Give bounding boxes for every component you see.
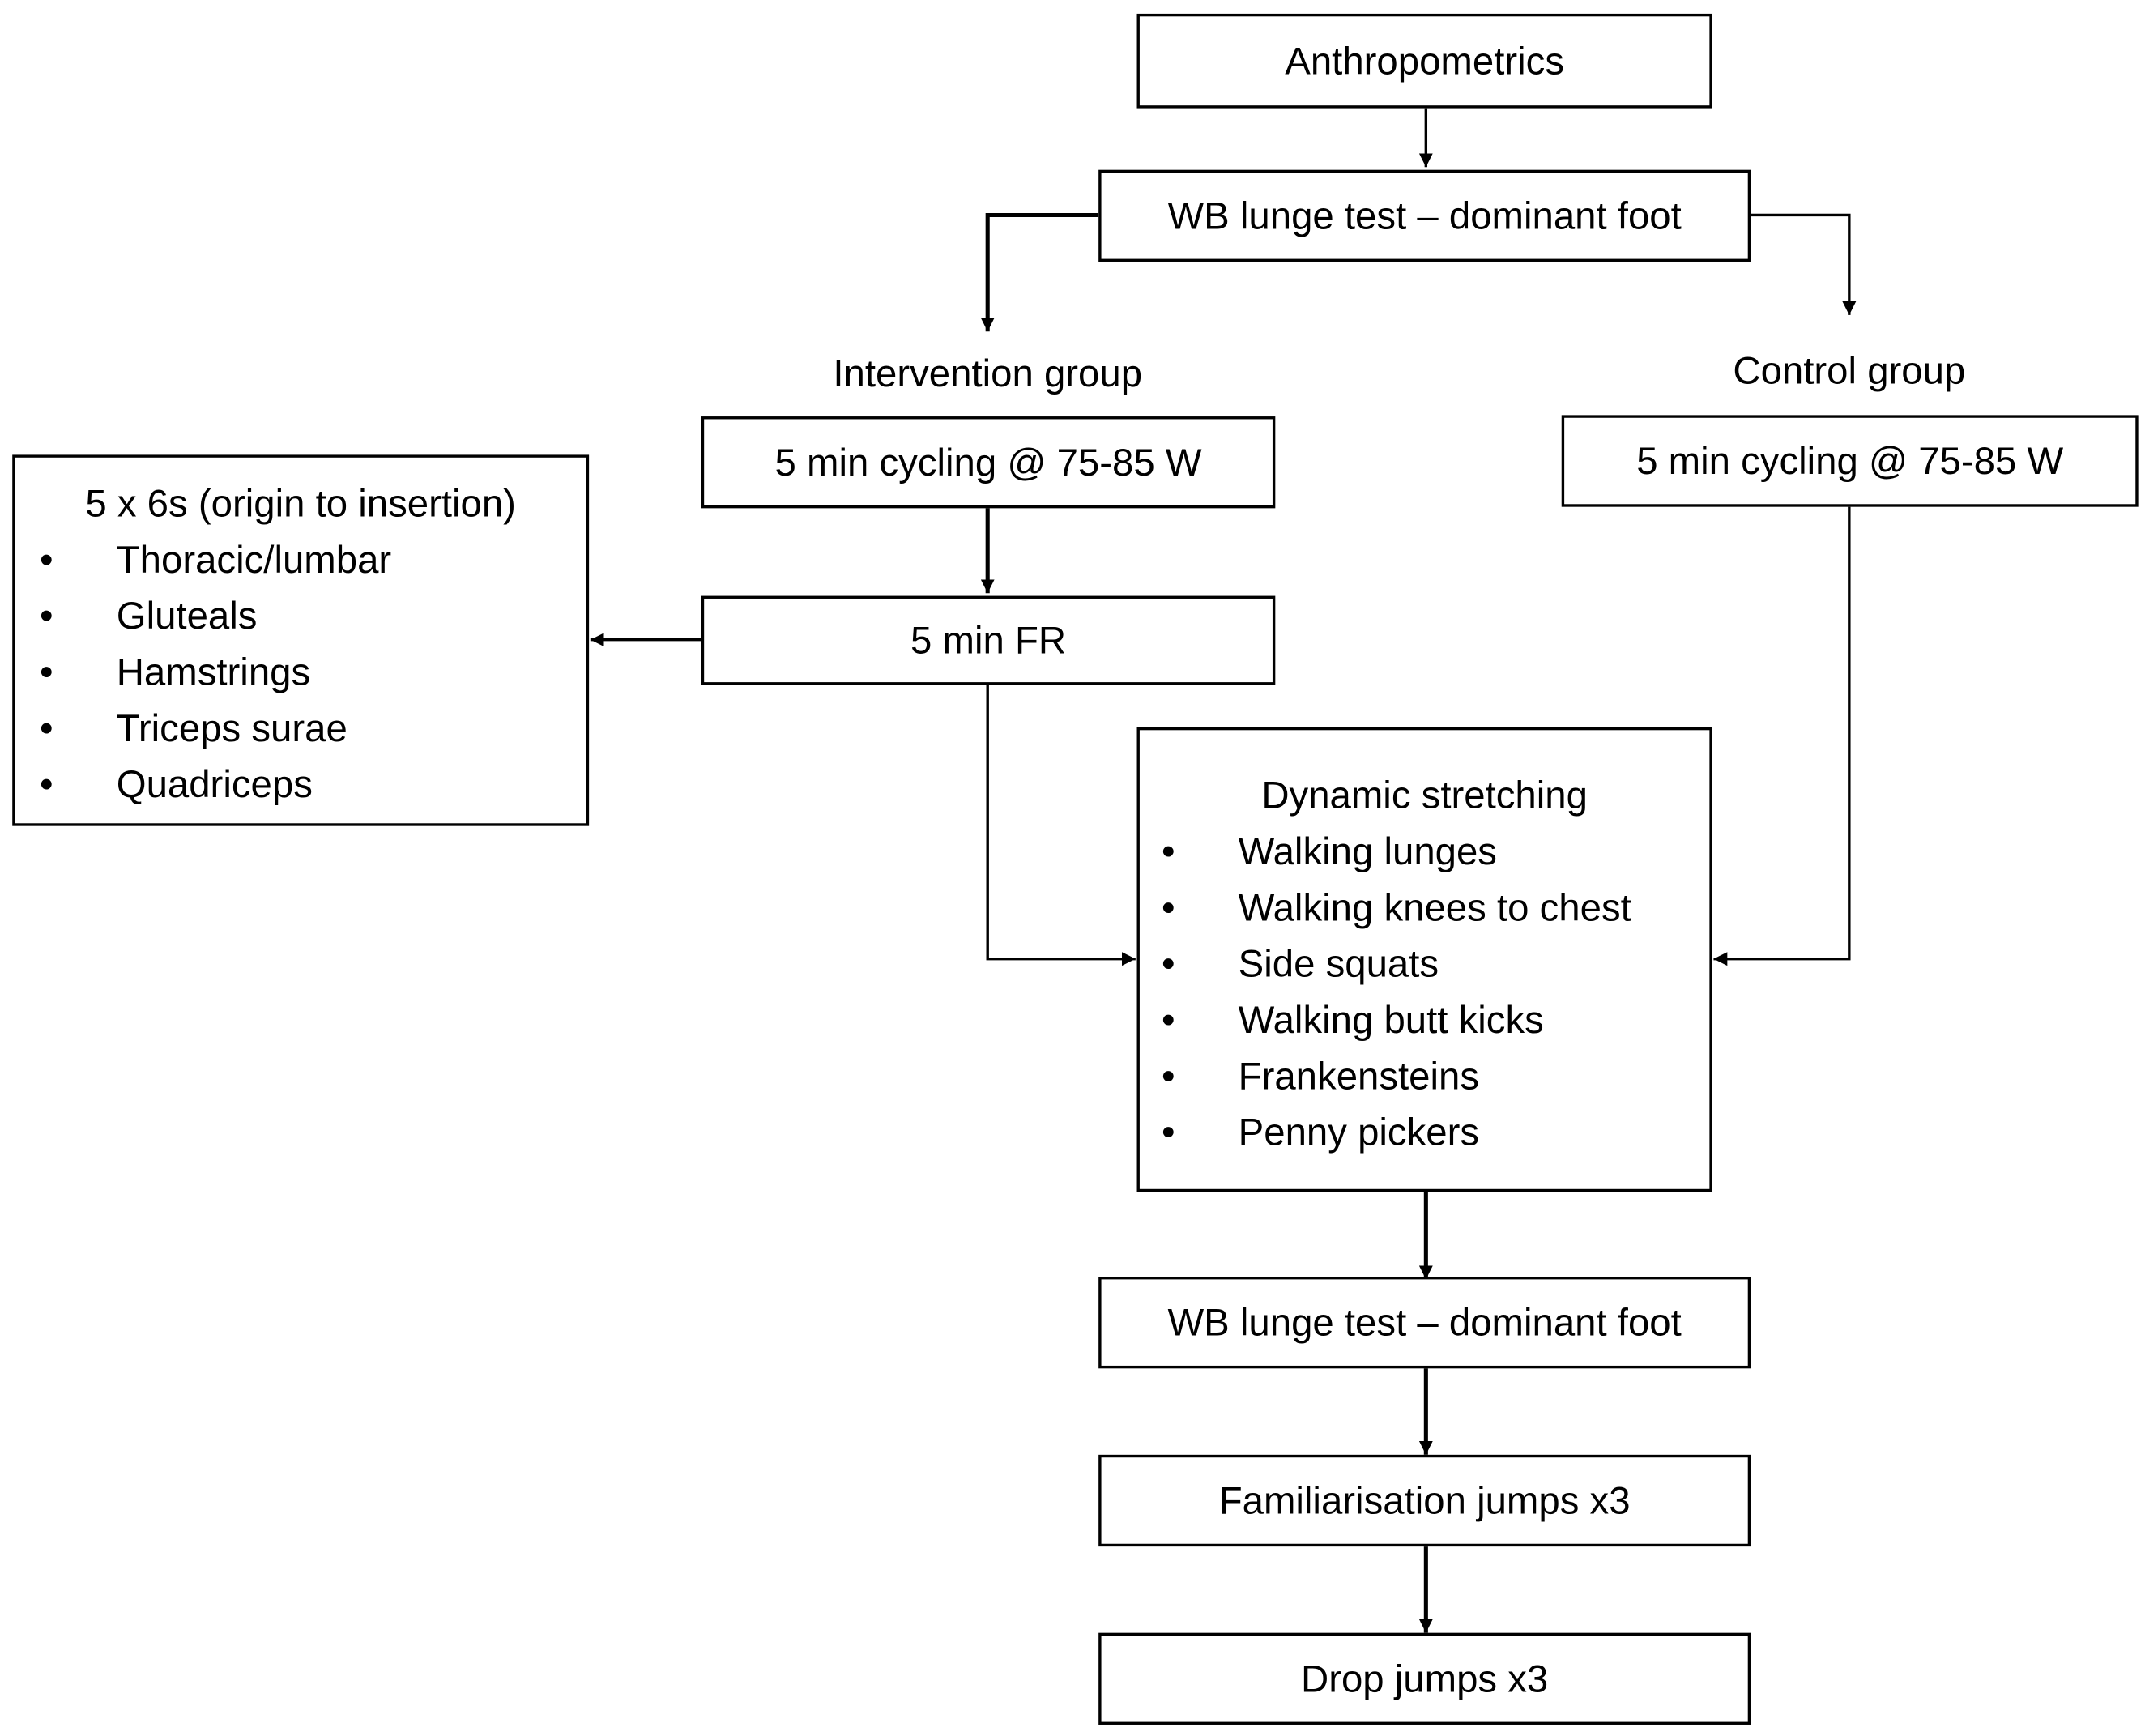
intervention-group-label: Intervention group	[833, 352, 1143, 395]
dynamic-stretching-title: Dynamic stretching	[1261, 774, 1588, 817]
dynamic-stretching-list: • Walking lunges • Walking knees to ches…	[1162, 823, 1695, 1160]
cycling-control-box: 5 min cycling @ 75-85 W	[1561, 415, 2139, 507]
list-item-label: Frankensteins	[1238, 1055, 1480, 1098]
bullet-icon: •	[1161, 1055, 1175, 1098]
bullet-icon: •	[1161, 886, 1175, 929]
list-item: • Quadriceps	[40, 756, 574, 812]
list-item: • Gluteals	[40, 587, 574, 643]
control-group-label: Control group	[1733, 349, 1966, 392]
cycling-control-label: 5 min cycling @ 75-85 W	[1636, 438, 2064, 482]
arrow-fr-to-dynamic	[986, 683, 1136, 966]
list-item-label: Walking butt kicks	[1238, 998, 1544, 1042]
bullet-icon: •	[40, 762, 53, 806]
wb-lunge-pre-label: WB lunge test – dominant foot	[1167, 194, 1682, 237]
bullet-icon: •	[1161, 830, 1175, 873]
list-item-label: Penny pickers	[1238, 1111, 1480, 1154]
list-item: • Hamstrings	[40, 644, 574, 700]
bullet-icon: •	[40, 650, 53, 693]
list-item-label: Gluteals	[116, 594, 258, 638]
list-item-label: Walking knees to chest	[1238, 886, 1631, 929]
anthropometrics-label: Anthropometrics	[1285, 39, 1565, 82]
list-item: • Thoracic/lumbar	[40, 531, 574, 587]
list-item: • Triceps surae	[40, 700, 574, 756]
wb-lunge-pre-box: WB lunge test – dominant foot	[1098, 169, 1751, 262]
arrow-lunge-to-control	[1751, 213, 1857, 315]
bullet-icon: •	[40, 594, 53, 638]
list-item: • Penny pickers	[1162, 1104, 1695, 1160]
familiarisation-label: Familiarisation jumps x3	[1218, 1478, 1631, 1521]
list-item: • Walking butt kicks	[1162, 992, 1695, 1047]
anthropometrics-box: Anthropometrics	[1136, 13, 1712, 109]
list-item: • Frankensteins	[1162, 1048, 1695, 1104]
arrow-lunge-to-intervention	[980, 212, 1099, 332]
list-item-label: Hamstrings	[116, 650, 311, 693]
wb-lunge-post-label: WB lunge test – dominant foot	[1167, 1300, 1682, 1344]
fr-box: 5 min FR	[701, 595, 1276, 685]
fr-label: 5 min FR	[910, 618, 1067, 661]
bullet-icon: •	[40, 706, 53, 749]
list-item: • Walking knees to chest	[1162, 880, 1695, 936]
fr-detail-title: 5 x 6s (origin to insertion)	[85, 482, 516, 525]
fr-detail-list: • Thoracic/lumbar • Gluteals • Hamstring…	[40, 531, 574, 813]
list-item: • Walking lunges	[1162, 823, 1695, 879]
list-item: • Side squats	[1162, 936, 1695, 992]
cycling-intervention-box: 5 min cycling @ 75-85 W	[701, 416, 1276, 509]
drop-jumps-label: Drop jumps x3	[1301, 1657, 1549, 1700]
list-item-label: Triceps surae	[116, 706, 348, 749]
familiarisation-box: Familiarisation jumps x3	[1098, 1454, 1751, 1547]
bullet-icon: •	[1161, 1111, 1175, 1154]
list-item-label: Thoracic/lumbar	[116, 538, 392, 581]
list-item-label: Walking lunges	[1238, 830, 1497, 873]
arrow-control-to-dynamic	[1713, 505, 1851, 966]
bullet-icon: •	[40, 538, 53, 581]
fr-detail-box: 5 x 6s (origin to insertion) • Thoracic/…	[12, 454, 590, 826]
dynamic-stretching-box: Dynamic stretching • Walking lunges • Wa…	[1136, 727, 1712, 1192]
list-item-label: Quadriceps	[116, 762, 313, 806]
bullet-icon: •	[1161, 942, 1175, 985]
bullet-icon: •	[1161, 998, 1175, 1042]
wb-lunge-post-box: WB lunge test – dominant foot	[1098, 1277, 1751, 1369]
list-item-label: Side squats	[1238, 942, 1439, 985]
drop-jumps-box: Drop jumps x3	[1098, 1632, 1751, 1725]
cycling-intervention-label: 5 min cycling @ 75-85 W	[774, 440, 1202, 484]
